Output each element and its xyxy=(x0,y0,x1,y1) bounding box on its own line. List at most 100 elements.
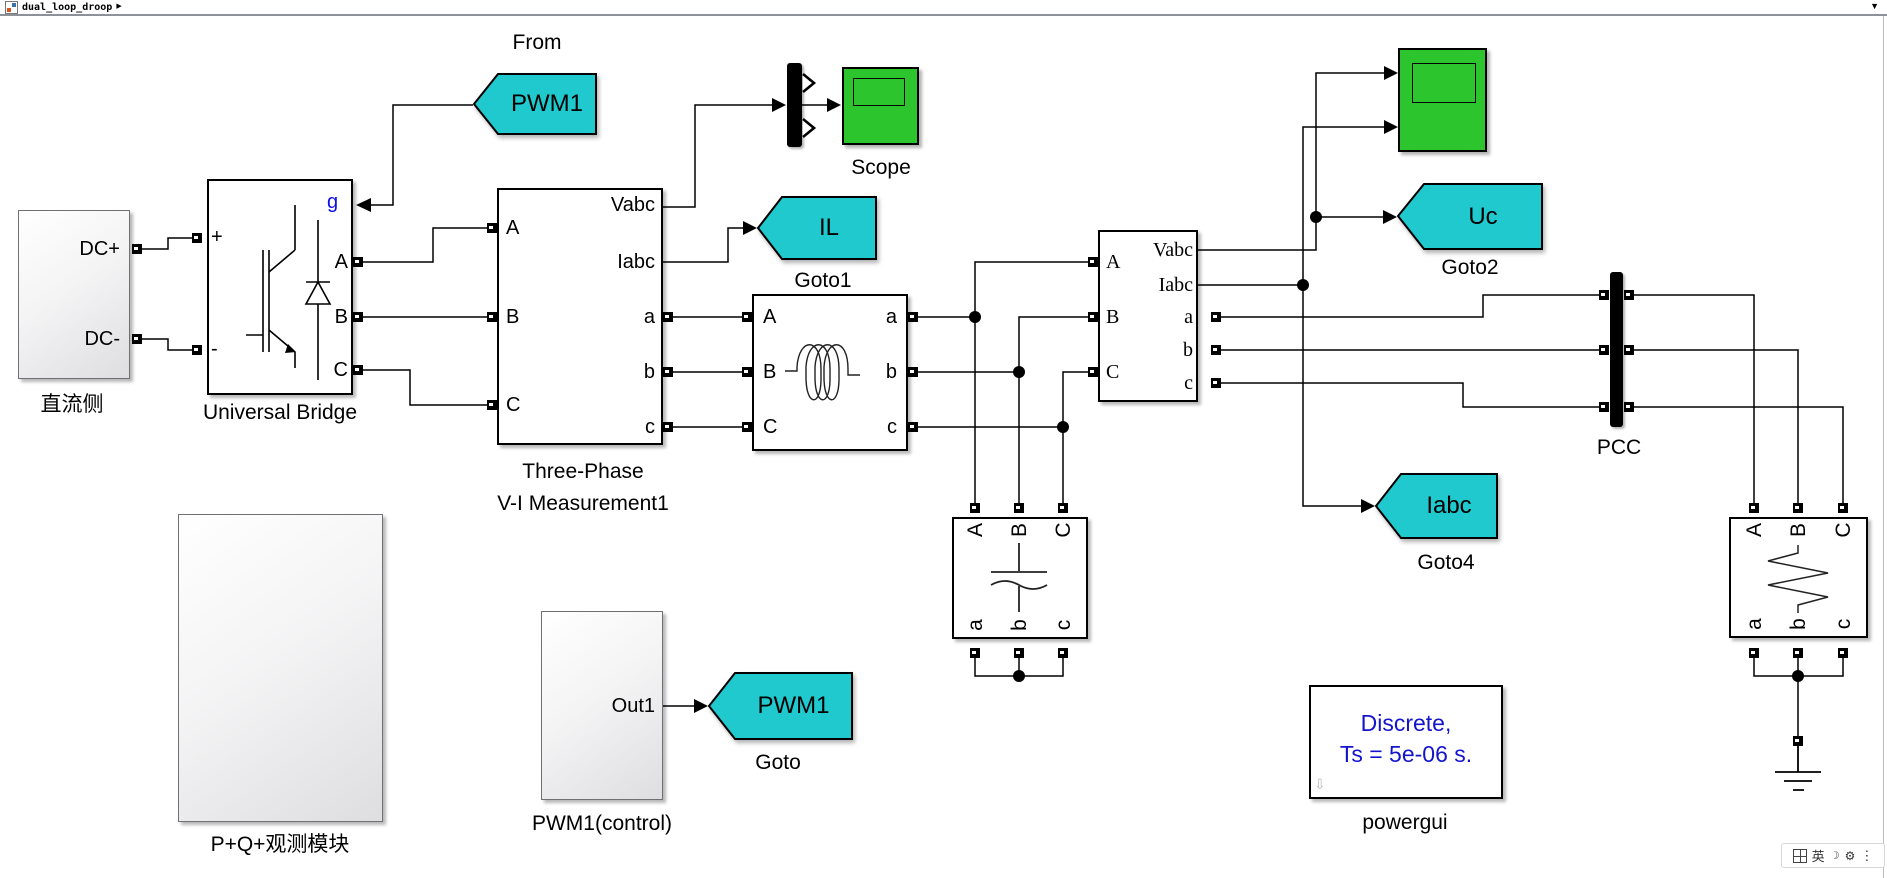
from-tag-pwm1[interactable]: PWM1 xyxy=(472,73,597,135)
port-label-b-out: b xyxy=(1787,618,1810,630)
port-label-plus: + xyxy=(211,226,223,248)
ime-more-icon[interactable]: ⋮ xyxy=(1860,847,1874,863)
port-square[interactable] xyxy=(132,334,142,344)
port-square[interactable] xyxy=(742,422,752,432)
port-square[interactable] xyxy=(1058,503,1068,513)
ime-grid-icon[interactable] xyxy=(1792,848,1807,863)
ime-moon-icon[interactable]: ☽ xyxy=(1829,850,1840,862)
port-label-c: C xyxy=(506,394,521,416)
right-scrollbar[interactable] xyxy=(1883,16,1884,878)
port-square[interactable] xyxy=(1088,367,1098,377)
port-label-a-out: a xyxy=(1743,618,1766,630)
port-square[interactable] xyxy=(1624,290,1634,300)
port-square[interactable] xyxy=(663,312,673,322)
port-label-iabc: Iabc xyxy=(617,251,655,273)
port-label-out1: Out1 xyxy=(611,695,655,717)
block-scope1[interactable] xyxy=(842,67,919,145)
port-square[interactable] xyxy=(1211,312,1221,322)
port-label-a: A xyxy=(1106,251,1121,273)
port-square[interactable] xyxy=(353,257,363,267)
port-square[interactable] xyxy=(908,422,918,432)
ime-language-toggle[interactable]: 英 xyxy=(1811,849,1825,864)
port-label-b: B xyxy=(1787,523,1810,538)
port-label-a: A xyxy=(964,523,987,538)
port-square[interactable] xyxy=(1838,648,1848,658)
port-square[interactable] xyxy=(663,367,673,377)
port-square[interactable] xyxy=(908,312,918,322)
block-vi-measurement1[interactable] xyxy=(497,188,663,445)
label-from: From xyxy=(512,31,562,54)
port-label-b: B xyxy=(334,306,348,328)
block-pq-observer[interactable] xyxy=(178,514,383,822)
ime-settings-icon[interactable]: ⚙ xyxy=(1844,848,1856,863)
port-square[interactable] xyxy=(742,367,752,377)
port-square[interactable] xyxy=(487,223,497,233)
port-square[interactable] xyxy=(1749,503,1759,513)
block-demux[interactable] xyxy=(787,63,802,147)
port-square[interactable] xyxy=(742,312,752,322)
label-line2: V-I Measurement1 xyxy=(497,492,669,515)
port-label-c: C xyxy=(1832,522,1855,538)
port-square[interactable] xyxy=(908,367,918,377)
port-square[interactable] xyxy=(1058,648,1068,658)
port-square[interactable] xyxy=(1624,345,1634,355)
port-label-b: B xyxy=(763,361,777,383)
breadcrumb[interactable]: dual_loop_droop xyxy=(22,1,113,13)
port-label-a: A xyxy=(763,306,777,328)
port-square[interactable] xyxy=(132,244,142,254)
port-square[interactable] xyxy=(1211,378,1221,388)
scrollbar-up-icon[interactable]: ▼ xyxy=(1870,1,1879,11)
port-square[interactable] xyxy=(353,365,363,375)
port-label-dc-minus: DC- xyxy=(84,328,120,350)
port-square[interactable] xyxy=(1014,503,1024,513)
port-square[interactable] xyxy=(1749,648,1759,658)
port-label-c-out: c xyxy=(1052,619,1075,631)
port-square[interactable] xyxy=(1014,648,1024,658)
goto-tag-text: Uc xyxy=(1468,202,1498,230)
port-label-a: A xyxy=(506,217,520,239)
port-square[interactable] xyxy=(1624,402,1634,412)
scope-screen xyxy=(1412,63,1476,103)
label-scope: Scope xyxy=(851,156,911,179)
port-label-iabc: Iabc xyxy=(1158,274,1193,296)
port-square[interactable] xyxy=(970,503,980,513)
port-square[interactable] xyxy=(1599,290,1609,300)
block-dc-side[interactable] xyxy=(18,210,130,379)
goto-tag-iabc[interactable]: Iabc xyxy=(1374,473,1498,539)
port-square[interactable] xyxy=(487,400,497,410)
label-pwm1-control: PWM1(control) xyxy=(531,812,673,835)
port-square[interactable] xyxy=(1793,503,1803,513)
port-square[interactable] xyxy=(1088,257,1098,267)
port-label-c: C xyxy=(1052,522,1075,538)
powergui-line1: Discrete, xyxy=(1360,710,1452,736)
port-square[interactable] xyxy=(1211,345,1221,355)
port-label-dc-plus: DC+ xyxy=(79,238,120,260)
port-square[interactable] xyxy=(1838,503,1848,513)
block-pcc-bus[interactable] xyxy=(1610,272,1623,427)
port-square[interactable] xyxy=(192,233,202,243)
block-pwm1-control[interactable] xyxy=(541,611,663,800)
port-square[interactable] xyxy=(487,312,497,322)
port-square[interactable] xyxy=(353,312,363,322)
port-square[interactable] xyxy=(1599,345,1609,355)
port-square[interactable] xyxy=(1599,402,1609,412)
port-square[interactable] xyxy=(1793,648,1803,658)
port-square[interactable] xyxy=(663,422,673,432)
port-square[interactable] xyxy=(1088,312,1098,322)
powergui-expand-icon[interactable]: ⇩ xyxy=(1314,776,1326,792)
block-powergui[interactable] xyxy=(1309,685,1503,799)
label-dc-side: 直流侧 xyxy=(40,393,104,416)
goto-tag-uc[interactable]: Uc xyxy=(1396,183,1543,250)
block-scope2[interactable] xyxy=(1398,48,1487,152)
breadcrumb-arrow-icon[interactable]: ▶ xyxy=(116,3,122,10)
label-goto2: Goto2 xyxy=(1441,256,1499,279)
goto-tag-il[interactable]: IL xyxy=(756,196,877,260)
port-square[interactable] xyxy=(1793,736,1803,746)
block-vi-measurement2[interactable] xyxy=(1098,230,1198,402)
goto-tag-pwm1[interactable]: PWM1 xyxy=(707,672,853,740)
label-pq-observer: P+Q+观测模块 xyxy=(210,833,350,856)
port-square[interactable] xyxy=(192,345,202,355)
port-square[interactable] xyxy=(970,648,980,658)
port-label-b-out: b xyxy=(885,361,897,383)
